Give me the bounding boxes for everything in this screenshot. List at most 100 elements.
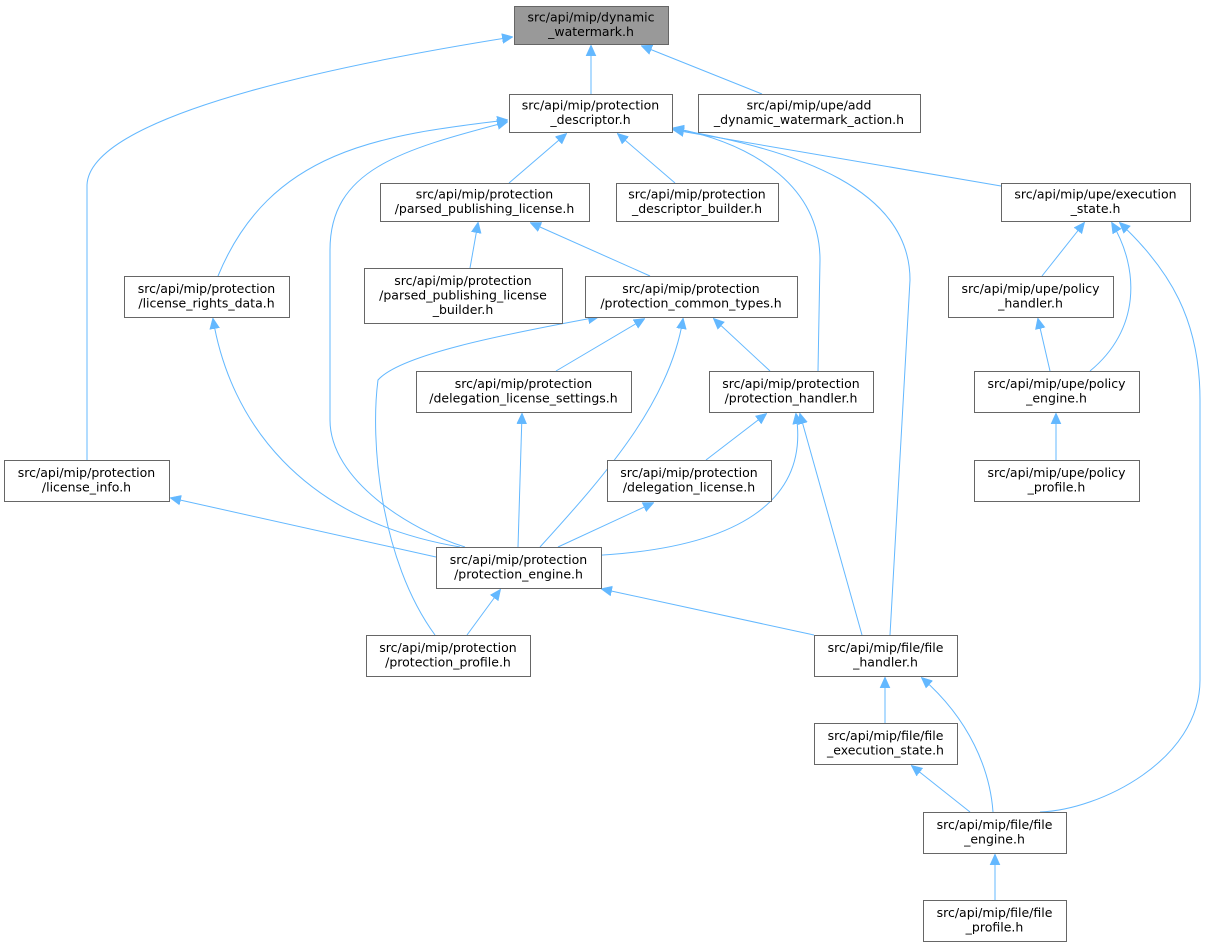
edge-license-rights-data-to-protection-engine [213, 319, 461, 548]
edge-execution-state-to-policy-handler [1041, 223, 1084, 277]
node-file-engine[interactable]: src/api/mip/file/file_engine.h [923, 812, 1067, 854]
node-file-handler[interactable]: src/api/mip/file/file_handler.h [814, 635, 958, 677]
node-dynamic-watermark[interactable]: src/api/mip/dynamic_watermark.h [514, 6, 669, 45]
edge-protection-engine-to-file-handler [602, 589, 815, 636]
edge-protection-engine-to-protection-profile [466, 590, 500, 636]
edge-protection-common-types-to-delegation-license-settings [555, 319, 644, 372]
edges-layer [86, 37, 1201, 900]
node-file-profile[interactable]: src/api/mip/file/file_profile.h [923, 900, 1067, 942]
node-license-info[interactable]: src/api/mip/protection/license_info.h [4, 460, 170, 502]
node-box [436, 547, 602, 589]
edge-protection-descriptor-to-license-rights-data [217, 120, 507, 277]
node-delegation-license[interactable]: src/api/mip/protection/delegation_licens… [607, 460, 772, 502]
node-box [923, 900, 1067, 942]
node-label-line: src/api/mip/protection [394, 273, 531, 288]
node-label-line: src/api/mip/upe/policy [987, 376, 1126, 391]
node-label-line: _watermark.h [547, 24, 634, 39]
node-label-line: _dynamic_watermark_action.h [713, 112, 904, 127]
node-label-line: src/api/mip/upe/execution [1014, 187, 1176, 202]
edge-protection-descriptor-to-protection-engine [329, 122, 507, 548]
node-label-line: _handler.h [997, 296, 1063, 311]
node-delegation-license-settings[interactable]: src/api/mip/protection/delegation_licens… [416, 371, 632, 413]
node-parsed-publishing-license[interactable]: src/api/mip/protection/parsed_publishing… [380, 183, 590, 222]
node-protection-descriptor[interactable]: src/api/mip/protection_descriptor.h [509, 94, 673, 133]
node-protection-engine[interactable]: src/api/mip/protection/protection_engine… [436, 547, 602, 589]
edge-file-handler-to-file-engine [922, 678, 994, 813]
edge-delegation-license-settings-to-protection-engine [518, 414, 522, 548]
node-label-line: src/api/mip/protection [450, 552, 587, 567]
node-add-dynamic-watermark-action[interactable]: src/api/mip/upe/add_dynamic_watermark_ac… [698, 94, 921, 133]
node-file-execution-state[interactable]: src/api/mip/file/file_execution_state.h [814, 723, 958, 765]
node-box [514, 6, 669, 45]
edge-protection-common-types-to-protection-profile [375, 317, 598, 636]
node-label-line: _execution_state.h [826, 743, 944, 758]
edge-execution-state-to-file-engine [1039, 223, 1201, 813]
node-label-line: _handler.h [852, 655, 918, 670]
node-label-line: src/api/mip/protection [455, 376, 592, 391]
edge-protection-common-types-to-protection-handler [714, 319, 771, 372]
node-label-line: /license_rights_data.h [138, 296, 274, 311]
node-label-line: src/api/mip/protection [722, 376, 859, 391]
edge-parsed-publishing-license-to-parsed-publishing-license-builder [469, 223, 478, 269]
node-policy-handler[interactable]: src/api/mip/upe/policy_handler.h [948, 276, 1114, 318]
edge-protection-descriptor-to-parsed-publishing-license [508, 134, 566, 184]
node-label-line: /license_info.h [42, 480, 131, 495]
node-label-line: src/api/mip/protection [379, 640, 516, 655]
node-label-line: /parsed_publishing_license.h [395, 201, 575, 216]
node-box [698, 94, 921, 133]
node-protection-common-types[interactable]: src/api/mip/protection/protection_common… [585, 276, 798, 318]
edge-dynamic-watermark-to-add-dynamic-watermark-action [642, 46, 763, 95]
node-protection-descriptor-builder[interactable]: src/api/mip/protection_descriptor_builde… [616, 183, 779, 222]
node-box [616, 183, 779, 222]
node-box [1001, 183, 1191, 222]
edge-file-execution-state-to-file-engine [912, 766, 971, 813]
node-box [124, 276, 290, 318]
node-box [364, 268, 563, 324]
edge-protection-handler-to-protection-engine [583, 414, 798, 557]
node-label-line: /parsed_publishing_license [379, 287, 547, 302]
node-label-line: _descriptor_builder.h [631, 201, 762, 216]
nodes-layer: src/api/mip/dynamic_watermark.hsrc/api/m… [4, 6, 1191, 942]
node-label-line: /delegation_license_settings.h [429, 391, 617, 406]
node-box [4, 460, 170, 502]
node-label-line: _engine.h [1025, 391, 1087, 406]
node-box [607, 460, 772, 502]
edge-delegation-license-to-protection-engine [557, 503, 653, 548]
node-box [366, 635, 531, 677]
node-box [974, 371, 1140, 413]
node-label-line: src/api/mip/protection [18, 465, 155, 480]
edge-protection-handler-to-delegation-license [705, 414, 766, 461]
node-license-rights-data[interactable]: src/api/mip/protection/license_rights_da… [124, 276, 290, 318]
node-label-line: src/api/mip/file/file [828, 728, 944, 743]
node-box [814, 723, 958, 765]
edge-protection-descriptor-to-protection-descriptor-builder [618, 134, 676, 184]
node-label-line: src/api/mip/file/file [828, 640, 944, 655]
node-box [416, 371, 632, 413]
node-parsed-publishing-license-builder[interactable]: src/api/mip/protection/parsed_publishing… [364, 268, 563, 324]
node-box [380, 183, 590, 222]
node-label-line: src/api/mip/dynamic [528, 10, 655, 25]
node-label-line: src/api/mip/upe/policy [987, 465, 1126, 480]
node-label-line: src/api/mip/upe/add [747, 98, 872, 113]
node-box [974, 460, 1140, 502]
edge-parsed-publishing-license-to-protection-common-types [531, 223, 651, 277]
node-label-line: src/api/mip/protection [620, 465, 757, 480]
node-label-line: src/api/mip/protection [416, 187, 553, 202]
node-label-line: src/api/mip/protection [138, 281, 275, 296]
edge-license-info-to-protection-engine [171, 498, 437, 558]
node-label-line: src/api/mip/file/file [937, 817, 1053, 832]
node-policy-engine[interactable]: src/api/mip/upe/policy_engine.h [974, 371, 1140, 413]
node-protection-handler[interactable]: src/api/mip/protection/protection_handle… [709, 371, 874, 413]
node-box [814, 635, 958, 677]
node-label-line: _profile.h [1027, 480, 1086, 495]
node-box [585, 276, 798, 318]
node-protection-profile[interactable]: src/api/mip/protection/protection_profil… [366, 635, 531, 677]
node-execution-state[interactable]: src/api/mip/upe/execution_state.h [1001, 183, 1191, 222]
node-label-line: src/api/mip/protection [622, 281, 759, 296]
node-label-line: _descriptor.h [549, 112, 630, 127]
node-label-line: _engine.h [963, 832, 1025, 847]
edge-dynamic-watermark-to-license-info [86, 37, 512, 460]
node-policy-profile[interactable]: src/api/mip/upe/policy_profile.h [974, 460, 1140, 502]
node-label-line: _state.h [1070, 201, 1121, 216]
